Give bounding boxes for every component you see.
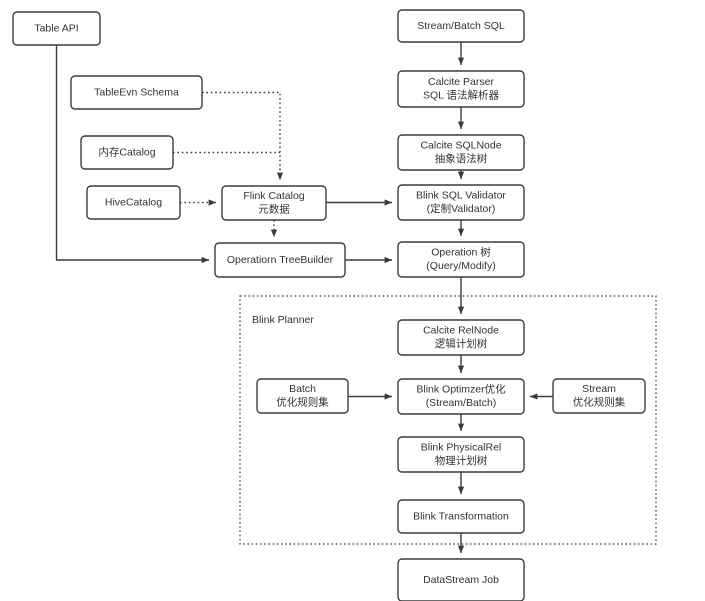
node-label-hive-catalog-0: HiveCatalog [105, 196, 162, 208]
node-box-stream-batch-sql [397, 9, 525, 43]
node-tableenv-schema[interactable]: TableEvn Schema [70, 75, 203, 110]
node-label-blink-transformation-0: Blink Transformation [413, 510, 509, 522]
node-box-operation-tree [397, 241, 525, 278]
node-box-table-api [12, 11, 101, 46]
node-blink-transformation[interactable]: Blink Transformation [397, 499, 525, 534]
node-label-blink-physicalrel-1: 物理计划树 [435, 454, 488, 467]
node-label-table-api-0: Table API [34, 22, 78, 34]
node-blink-optimizer[interactable]: Blink Optimzer优化(Stream/Batch) [397, 378, 525, 415]
node-box-operation-treebuilder [214, 242, 346, 278]
node-box-blink-sql-validator [397, 184, 525, 221]
group-label-blink-planner: Blink Planner [252, 314, 314, 326]
node-label-stream-batch-sql-0: Stream/Batch SQL [417, 20, 505, 32]
node-label-calcite-parser-0: Calcite Parser [428, 76, 494, 88]
node-label-stream-rules-1: 优化规则集 [573, 396, 626, 409]
group-container: Blink Planner [239, 295, 657, 545]
node-label-operation-treebuilder-0: Operatiorn TreeBuilder [227, 254, 334, 266]
node-label-operation-tree-1: (Query/Modify) [426, 260, 495, 272]
node-datastream-job[interactable]: DataStream Job [397, 558, 525, 601]
node-label-calcite-parser-1: SQL 语法解析器 [423, 89, 500, 102]
node-label-flink-catalog-1: 元数据 [258, 203, 290, 216]
node-label-calcite-relnode-0: Calcite RelNode [423, 325, 499, 337]
node-label-calcite-sqlnode-0: Calcite SQLNode [420, 140, 501, 152]
node-stream-batch-sql[interactable]: Stream/Batch SQL [397, 9, 525, 43]
node-box-batch-rules [256, 378, 349, 414]
node-box-memory-catalog [80, 135, 174, 170]
node-label-blink-physicalrel-0: Blink PhysicalRel [421, 442, 502, 454]
node-label-batch-rules-0: Batch [289, 383, 316, 395]
node-label-batch-rules-1: 优化规则集 [276, 396, 329, 409]
node-label-blink-sql-validator-1: (定制Validator) [427, 202, 496, 215]
node-box-stream-rules [552, 378, 646, 414]
node-operation-tree[interactable]: Operation 树(Query/Modify) [397, 241, 525, 278]
node-blink-sql-validator[interactable]: Blink SQL Validator(定制Validator) [397, 184, 525, 221]
node-operation-treebuilder[interactable]: Operatiorn TreeBuilder [214, 242, 346, 278]
node-table-api[interactable]: Table API [12, 11, 101, 46]
node-container: Table API TableEvn Schema 内存CatalogHiveCat… [12, 9, 646, 601]
node-label-flink-catalog-0: Flink Catalog [243, 190, 304, 202]
edge-container [55, 42, 553, 554]
node-box-blink-physicalrel [397, 436, 525, 473]
node-memory-catalog[interactable]: 内存Catalog [80, 135, 174, 170]
node-box-calcite-parser [397, 70, 525, 108]
node-label-tableenv-schema-0: TableEvn Schema [94, 86, 179, 98]
node-label-blink-optimizer-0: Blink Optimzer优化 [416, 383, 506, 396]
node-label-memory-catalog-0: 内存Catalog [98, 145, 155, 158]
node-label-blink-sql-validator-0: Blink SQL Validator [416, 190, 506, 202]
node-box-datastream-job [397, 558, 525, 601]
node-box-blink-optimizer [397, 378, 525, 415]
node-box-hive-catalog [86, 185, 181, 220]
node-label-datastream-job-0: DataStream Job [423, 574, 499, 586]
edge-table-api-to-treebuilder [55, 45, 210, 264]
edge-tableenv-to-catalog [202, 91, 284, 181]
node-box-flink-catalog [221, 185, 327, 221]
node-label-operation-tree-0: Operation 树 [431, 246, 491, 259]
node-box-calcite-sqlnode [397, 134, 525, 171]
node-label-blink-optimizer-1: (Stream/Batch) [426, 397, 497, 409]
node-box-blink-transformation [397, 499, 525, 534]
node-box-tableenv-schema [70, 75, 203, 110]
node-label-stream-rules-0: Stream [582, 383, 616, 395]
node-hive-catalog[interactable]: HiveCatalog [86, 185, 181, 220]
node-label-calcite-sqlnode-1: 抽象语法树 [435, 152, 488, 165]
node-label-calcite-relnode-1: 逻辑计划树 [435, 337, 488, 350]
node-box-calcite-relnode [397, 319, 525, 356]
